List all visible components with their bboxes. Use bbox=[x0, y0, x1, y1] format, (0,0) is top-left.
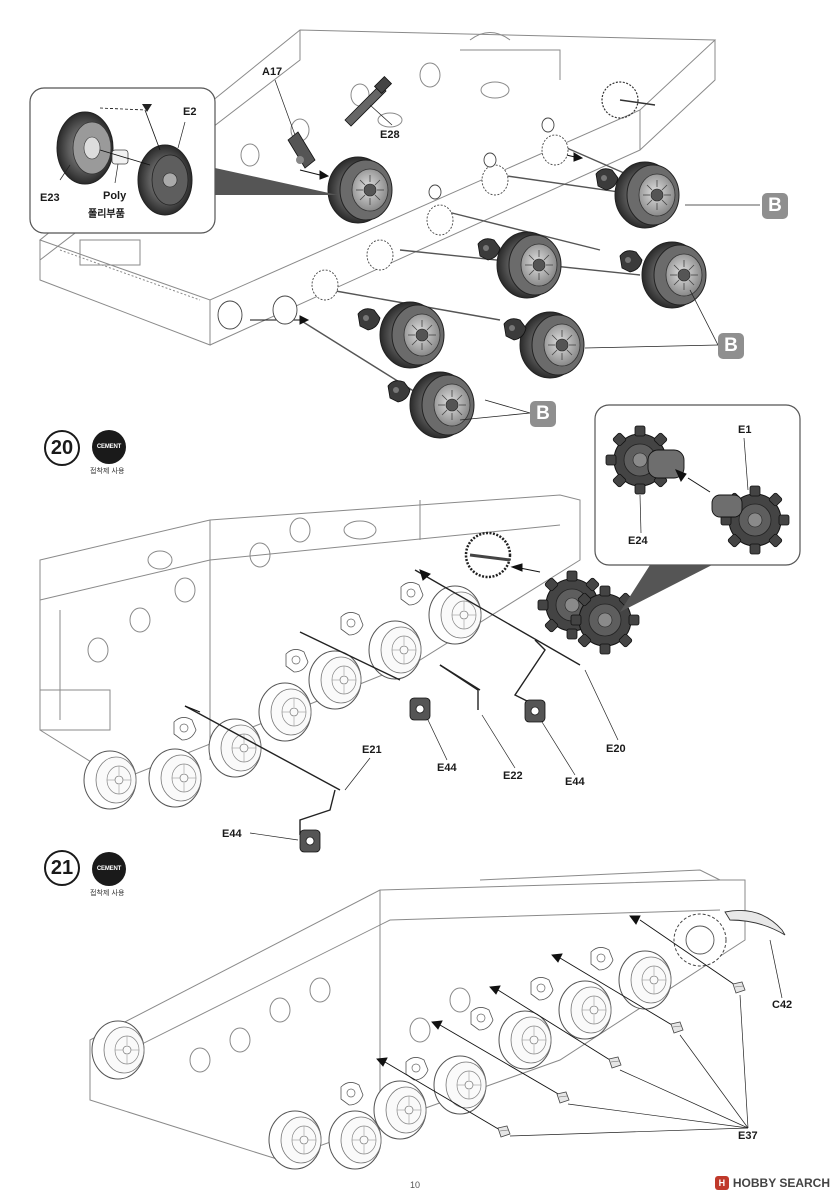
c42-part bbox=[724, 910, 786, 936]
step-20-hull-assembly bbox=[39, 494, 640, 853]
label-e24: E24 bbox=[628, 535, 648, 547]
label-e37: E37 bbox=[738, 1130, 758, 1142]
watermark: H HOBBY SEARCH bbox=[714, 1176, 830, 1190]
poly-inset-bubble bbox=[29, 87, 338, 234]
label-poly: Poly bbox=[103, 190, 127, 202]
callout-b-2: B bbox=[718, 333, 744, 359]
step-20-number: 20 bbox=[44, 430, 80, 466]
step-21-number: 21 bbox=[44, 850, 80, 886]
label-e44-b: E44 bbox=[565, 776, 585, 788]
step-21-hull-assembly bbox=[89, 869, 786, 1170]
page-number: 10 bbox=[410, 1180, 421, 1190]
a17-part bbox=[287, 131, 316, 169]
label-e44-a: E44 bbox=[437, 762, 457, 774]
label-c42: C42 bbox=[772, 999, 793, 1011]
label-e28: E28 bbox=[380, 129, 400, 141]
label-e23: E23 bbox=[40, 192, 60, 204]
cement-note: 접착제 사용 bbox=[90, 467, 125, 475]
callout-b-3: B bbox=[530, 401, 556, 427]
label-e1: E1 bbox=[738, 424, 752, 436]
label-e21: E21 bbox=[362, 744, 382, 756]
sprocket-inset-bubble bbox=[594, 404, 801, 612]
callout-b-1: B bbox=[762, 193, 788, 219]
watermark-text: HOBBY SEARCH bbox=[732, 1176, 830, 1190]
label-e20: E20 bbox=[606, 743, 626, 755]
cement-icon: CEMENT bbox=[92, 430, 126, 464]
cement-note: 접착제 사용 bbox=[90, 889, 125, 897]
label-e44-c: E44 bbox=[222, 828, 242, 840]
hobby-search-logo-icon: H bbox=[714, 1176, 729, 1190]
e28-part bbox=[344, 75, 393, 127]
label-a17: A17 bbox=[262, 66, 283, 78]
label-e2: E2 bbox=[183, 106, 197, 118]
label-poly-ko: 폴리부품 bbox=[88, 209, 125, 220]
label-e22: E22 bbox=[503, 770, 523, 782]
cement-icon: CEMENT bbox=[92, 852, 126, 886]
